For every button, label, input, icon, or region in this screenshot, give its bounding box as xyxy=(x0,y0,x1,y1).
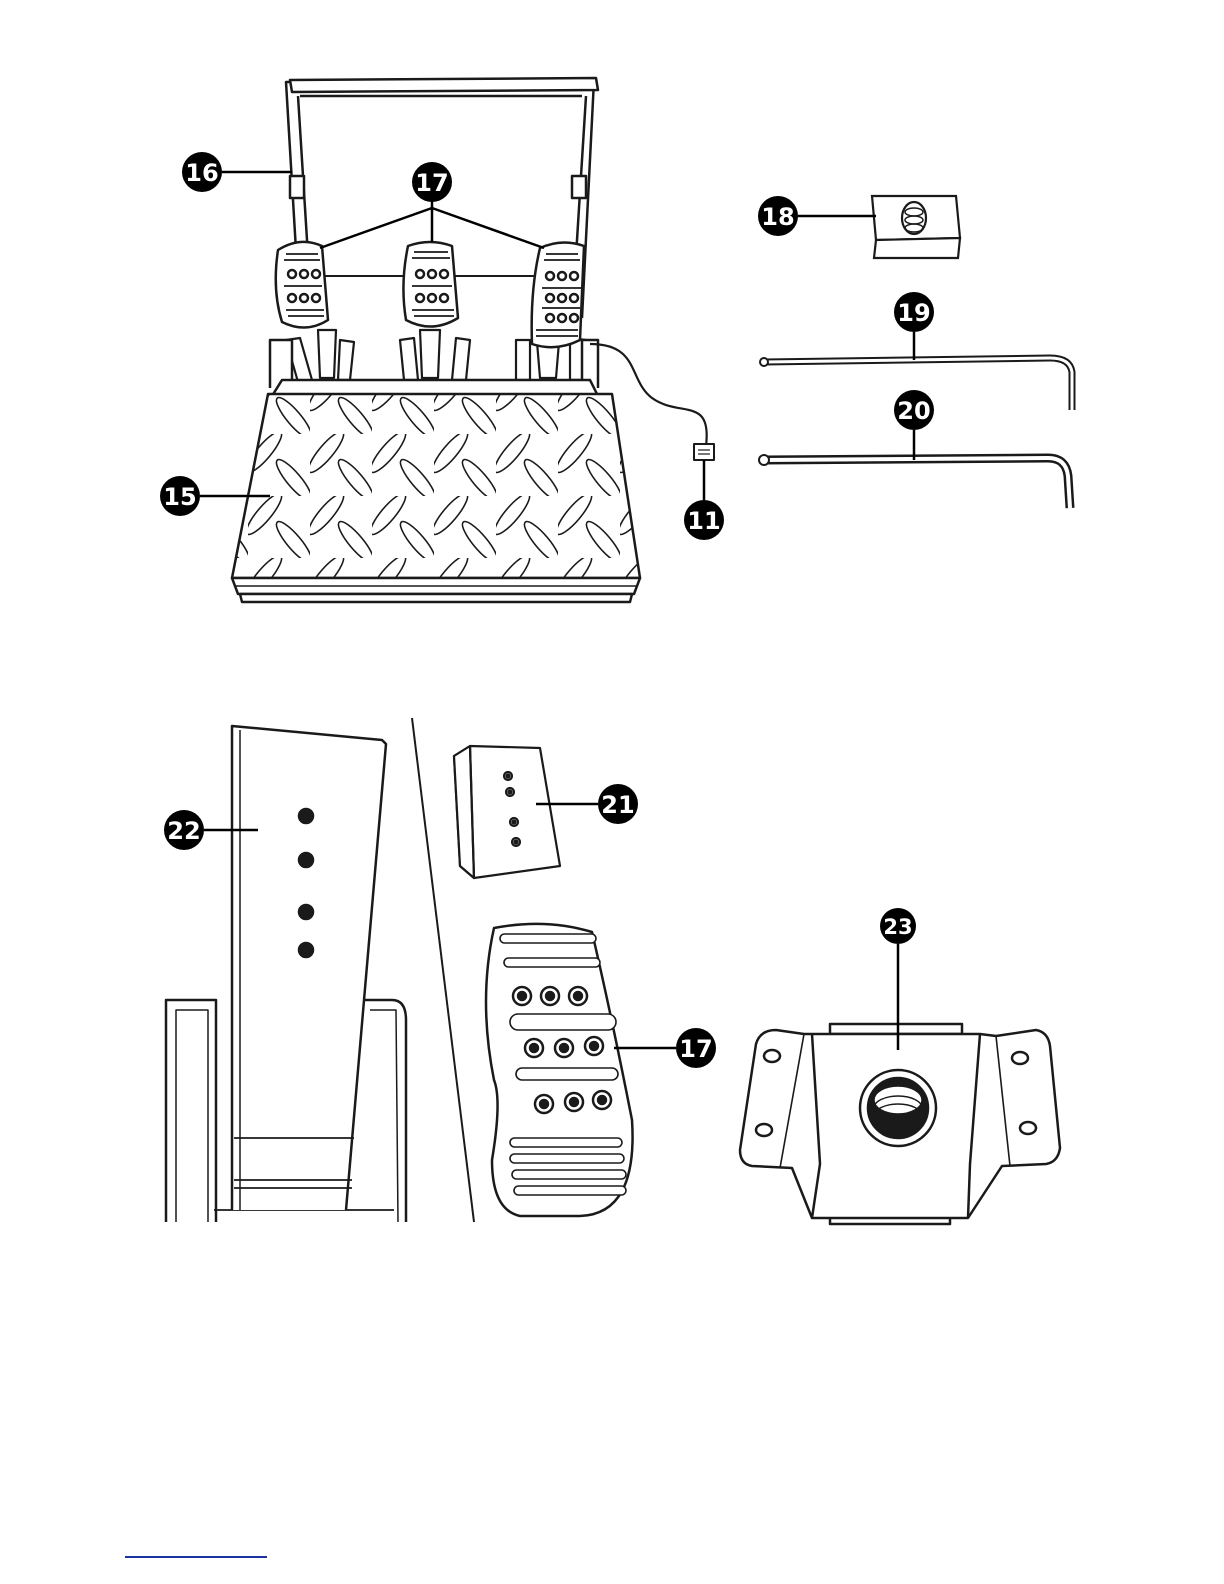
svg-text:23: 23 xyxy=(883,915,912,939)
hex-key-large xyxy=(759,455,1070,508)
callout-23: 23 xyxy=(880,908,916,944)
callout-22: 22 xyxy=(164,810,204,850)
footer-rule xyxy=(125,1556,267,1558)
pedal-right xyxy=(532,242,584,347)
callout-18: 18 xyxy=(758,196,798,236)
callout-21: 21 xyxy=(598,784,638,824)
callout-19: 19 xyxy=(894,292,934,332)
callout-11: 11 xyxy=(684,500,724,540)
callout-16: 16 xyxy=(182,152,222,192)
svg-text:22: 22 xyxy=(167,817,200,845)
pedal-left xyxy=(276,242,328,328)
svg-text:21: 21 xyxy=(601,791,634,819)
pedal-arm-closeup xyxy=(166,726,406,1222)
pedal-middle xyxy=(403,242,458,327)
callout-15: 15 xyxy=(160,476,200,516)
base-plate xyxy=(232,380,640,602)
svg-text:17: 17 xyxy=(679,1035,712,1063)
pedal-assembly xyxy=(232,78,714,602)
threaded-nut xyxy=(872,196,960,258)
callout-20: 20 xyxy=(894,390,934,430)
svg-text:15: 15 xyxy=(163,483,196,511)
svg-text:16: 16 xyxy=(185,159,218,187)
svg-text:17: 17 xyxy=(415,169,448,197)
callout-17-top: 17 xyxy=(412,162,452,202)
svg-text:11: 11 xyxy=(687,507,720,535)
spacer-block xyxy=(454,746,560,878)
svg-text:18: 18 xyxy=(761,203,794,231)
pedal-face xyxy=(486,924,633,1216)
callout-17-bottom: 17 xyxy=(676,1028,716,1068)
svg-text:19: 19 xyxy=(897,299,930,327)
svg-text:20: 20 xyxy=(897,397,930,425)
mounting-bracket xyxy=(740,1024,1060,1224)
